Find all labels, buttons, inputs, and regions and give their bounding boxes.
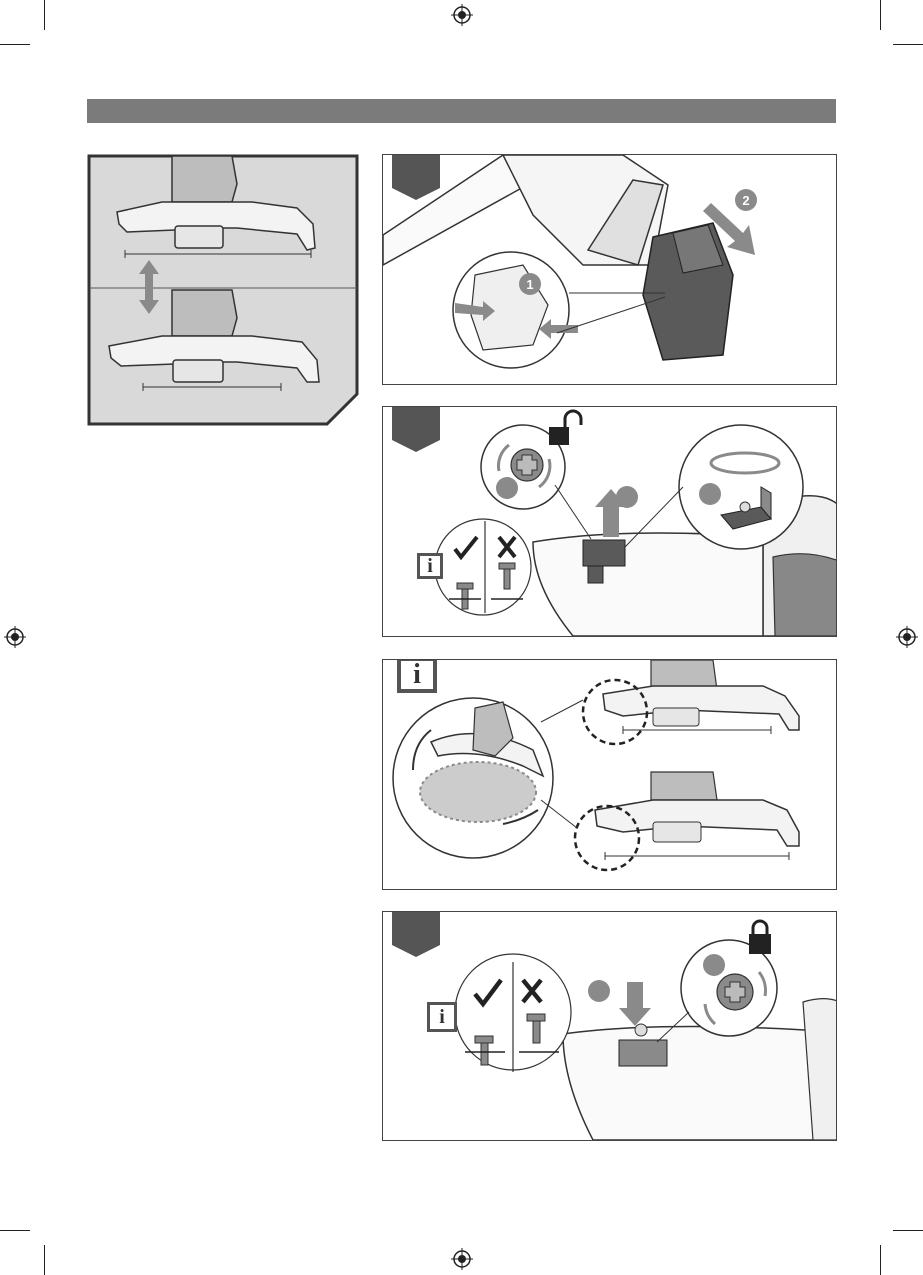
callout-number-badge: 1 xyxy=(519,273,541,295)
padlock-open-icon xyxy=(549,411,581,445)
callout-number-badge xyxy=(616,486,638,508)
step-panel-unscrew-guard: i xyxy=(382,406,837,637)
crop-mark xyxy=(893,44,923,45)
crop-mark xyxy=(893,1230,923,1231)
step-marker xyxy=(392,154,440,200)
crop-mark xyxy=(44,1245,45,1275)
callout-number-badge: 2 xyxy=(735,189,757,211)
crop-mark xyxy=(44,0,45,30)
step-panel-battery-removal: 1 2 xyxy=(382,154,837,385)
info-icon: i xyxy=(397,659,437,693)
crop-mark xyxy=(0,1230,30,1231)
step-panel-lock-guard: i xyxy=(382,911,837,1141)
guard-size-comparison-panel xyxy=(87,154,359,426)
callout-number-badge xyxy=(703,954,725,976)
padlock-closed-icon xyxy=(749,921,771,954)
crop-mark xyxy=(0,44,30,45)
callout-number-badge xyxy=(699,483,721,505)
section-header-bar xyxy=(87,99,836,123)
crop-mark xyxy=(880,0,881,30)
registration-mark-icon xyxy=(451,1248,473,1270)
step-marker xyxy=(392,911,440,957)
registration-mark-icon xyxy=(4,626,26,648)
callout-number-badge xyxy=(588,980,610,1002)
step-marker xyxy=(392,406,440,452)
callout-number-badge xyxy=(496,477,518,499)
info-icon: i xyxy=(427,1002,457,1032)
registration-mark-icon xyxy=(896,626,918,648)
registration-mark-icon xyxy=(451,4,473,26)
info-icon: i xyxy=(417,553,443,579)
info-panel-guard-rotation: i xyxy=(382,659,837,890)
crop-mark xyxy=(880,1245,881,1275)
